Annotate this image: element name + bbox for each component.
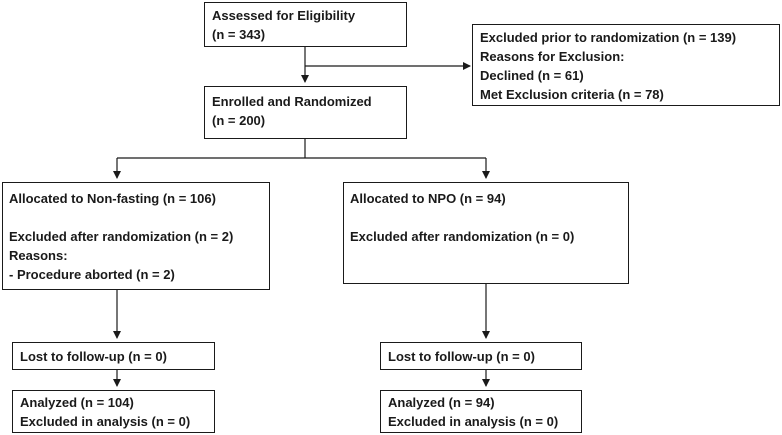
npo-analyzed: Analyzed (n = 94) bbox=[388, 395, 495, 410]
nonfasting-analyzed: Analyzed (n = 104) bbox=[20, 395, 134, 410]
npo-lost: Lost to follow-up (n = 0) bbox=[388, 349, 535, 364]
nonfasting-analyzed-box: Analyzed (n = 104) Excluded in analysis … bbox=[12, 390, 215, 433]
excluded-prior-reasons-label: Reasons for Exclusion: bbox=[480, 49, 625, 64]
nonfasting-lost-box: Lost to follow-up (n = 0) bbox=[12, 342, 215, 370]
enrolled-count: (n = 200) bbox=[212, 113, 266, 128]
assessed-box: Assessed for Eligibility (n = 343) bbox=[204, 2, 407, 47]
npo-allocated: Allocated to NPO (n = 94) bbox=[350, 191, 506, 206]
excluded-prior-declined: Declined (n = 61) bbox=[480, 68, 584, 83]
assessed-title: Assessed for Eligibility bbox=[212, 8, 356, 23]
nonfasting-excluded: Excluded after randomization (n = 2) bbox=[9, 229, 234, 244]
npo-excluded-analysis: Excluded in analysis (n = 0) bbox=[388, 414, 559, 429]
assessed-count: (n = 343) bbox=[212, 27, 266, 42]
excluded-prior-box: Excluded prior to randomization (n = 139… bbox=[472, 24, 780, 106]
npo-excluded: Excluded after randomization (n = 0) bbox=[350, 229, 575, 244]
excluded-prior-title: Excluded prior to randomization (n = 139… bbox=[480, 30, 737, 45]
nonfasting-excluded-analysis: Excluded in analysis (n = 0) bbox=[20, 414, 191, 429]
nonfasting-lost: Lost to follow-up (n = 0) bbox=[20, 349, 167, 364]
nonfasting-allocation-box: Allocated to Non-fasting (n = 106) Exclu… bbox=[2, 182, 270, 290]
nonfasting-reasons-label: Reasons: bbox=[9, 248, 68, 263]
nonfasting-reason-1: - Procedure aborted (n = 2) bbox=[9, 267, 175, 282]
excluded-prior-met-criteria: Met Exclusion criteria (n = 78) bbox=[480, 87, 664, 102]
enrolled-title: Enrolled and Randomized bbox=[212, 94, 372, 109]
npo-analyzed-box: Analyzed (n = 94) Excluded in analysis (… bbox=[380, 390, 582, 433]
nonfasting-allocated: Allocated to Non-fasting (n = 106) bbox=[9, 191, 216, 206]
npo-allocation-box: Allocated to NPO (n = 94) Excluded after… bbox=[343, 182, 629, 284]
enrolled-box: Enrolled and Randomized (n = 200) bbox=[204, 86, 407, 139]
npo-lost-box: Lost to follow-up (n = 0) bbox=[380, 342, 582, 370]
